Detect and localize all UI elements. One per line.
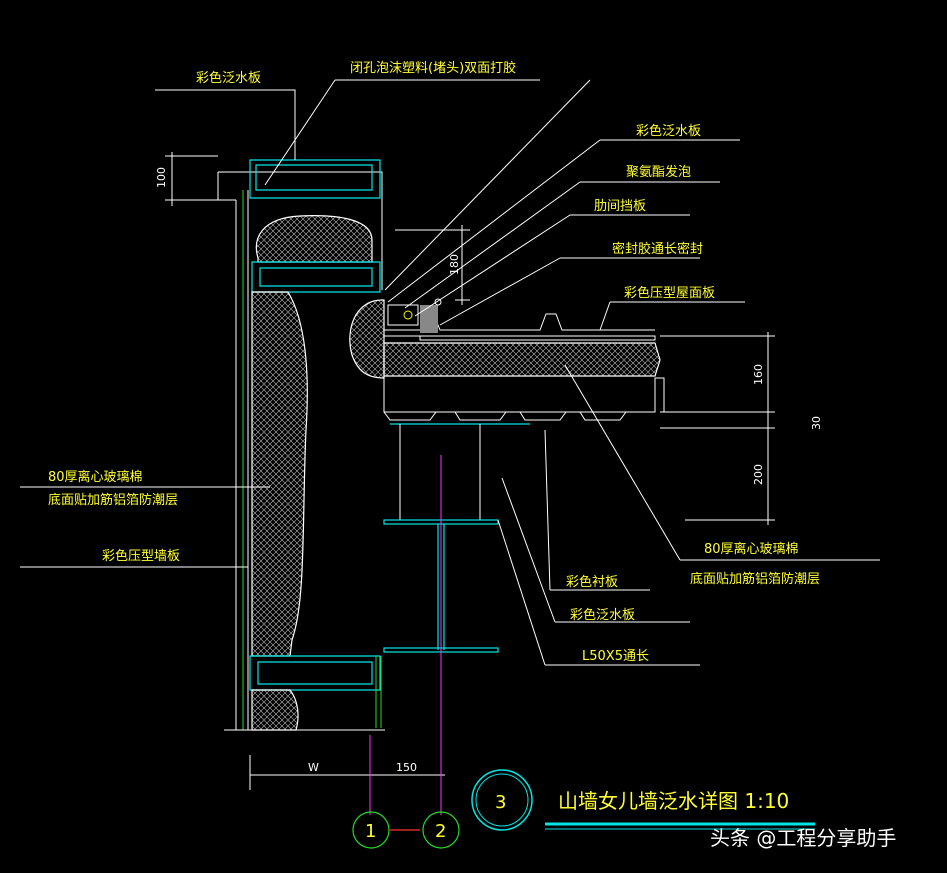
axis-label-2: 2 xyxy=(435,821,446,842)
dim-180: 180 xyxy=(448,254,461,275)
leader-lines xyxy=(20,79,880,666)
annotation-labels: 彩色泛水板 闭孔泡沫塑料(堵头)双面打胶 彩色泛水板 聚氨酯发泡 肋间挡板 密封… xyxy=(48,60,820,664)
drawing-title: 山墙女儿墙泛水详图 1:10 xyxy=(558,789,789,813)
dim-150: 150 xyxy=(396,761,417,774)
label-glass-wool-left-1: 80厚离心玻璃棉 xyxy=(48,469,143,485)
label-roof-panel: 彩色压型屋面板 xyxy=(624,285,715,301)
detail-circle-outer xyxy=(471,769,533,831)
axis-markers: 1 2 xyxy=(352,811,460,849)
dim-100: 100 xyxy=(155,167,168,188)
detail-number: 3 xyxy=(495,792,506,813)
dim-w: W xyxy=(308,761,319,774)
axis-label-1: 1 xyxy=(365,821,376,842)
dim-200: 200 xyxy=(752,464,765,485)
label-liner-panel: 彩色衬板 xyxy=(566,574,618,590)
label-top-flashing: 彩色泛水板 xyxy=(196,70,261,86)
label-angle-steel: L50X5通长 xyxy=(582,649,649,664)
label-flashing-right: 彩色泛水板 xyxy=(636,123,701,139)
label-foam-plug: 闭孔泡沫塑料(堵头)双面打胶 xyxy=(350,60,516,76)
detail-circle-inner xyxy=(475,773,529,827)
dimension-texts: 100 180 160 30 200 W 150 xyxy=(155,167,823,774)
roof-structure xyxy=(349,298,665,653)
dim-30: 30 xyxy=(810,416,823,430)
axis-bubble-2 xyxy=(422,811,460,849)
label-wall-panel: 彩色压型墙板 xyxy=(102,548,180,564)
label-glass-wool-right-1: 80厚离心玻璃棉 xyxy=(704,541,799,557)
label-rib-baffle: 肋间挡板 xyxy=(594,199,646,214)
label-sealant: 密封胶通长密封 xyxy=(612,241,703,257)
wall-structure xyxy=(217,159,385,731)
label-pu-foam: 聚氨酯发泡 xyxy=(626,164,691,180)
dim-160: 160 xyxy=(752,364,765,385)
dimension-lines xyxy=(165,152,775,815)
axis-bubble-1 xyxy=(352,811,390,849)
label-glass-wool-left-2: 底面贴加筋铝箔防潮层 xyxy=(48,492,178,508)
label-glass-wool-right-2: 底面贴加筋铝箔防潮层 xyxy=(690,571,820,587)
title-block: 3 山墙女儿墙泛水详图 1:10 xyxy=(471,769,815,831)
label-flashing-bottom: 彩色泛水板 xyxy=(570,607,635,623)
watermark: 头条 @工程分享助手 xyxy=(710,826,896,850)
